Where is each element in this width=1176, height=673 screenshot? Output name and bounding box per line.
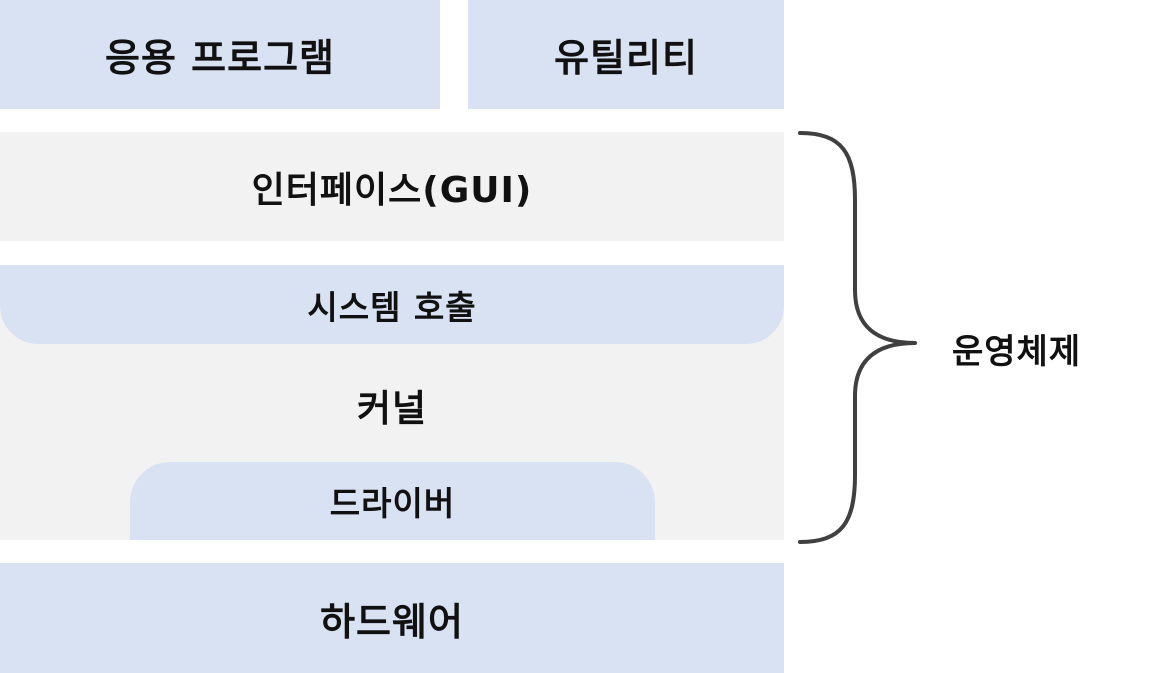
application-program-label: 응용 프로그램 xyxy=(105,36,335,80)
utility-box: 유틸리티 xyxy=(468,0,784,109)
operating-system-label-text: 운영체제 xyxy=(952,331,1082,372)
interface-gui-box: 인터페이스(GUI) xyxy=(0,132,784,241)
operating-system-label: 운영체제 xyxy=(952,320,1081,376)
hardware-box: 하드웨어 xyxy=(0,563,784,673)
system-call-box: 시스템 호출 xyxy=(0,265,784,344)
kernel-label-text: 커널 xyxy=(356,387,428,430)
hardware-label: 하드웨어 xyxy=(320,599,464,644)
interface-gui-label: 인터페이스(GUI) xyxy=(251,169,533,211)
system-call-label: 시스템 호출 xyxy=(307,287,477,327)
operating-system-brace xyxy=(798,131,917,544)
brace-path xyxy=(798,131,917,544)
utility-label: 유틸리티 xyxy=(554,36,698,80)
driver-box: 드라이버 xyxy=(130,462,655,540)
driver-label: 드라이버 xyxy=(329,484,456,523)
application-program-box: 응용 프로그램 xyxy=(0,0,440,109)
kernel-label: 커널 xyxy=(0,375,784,435)
